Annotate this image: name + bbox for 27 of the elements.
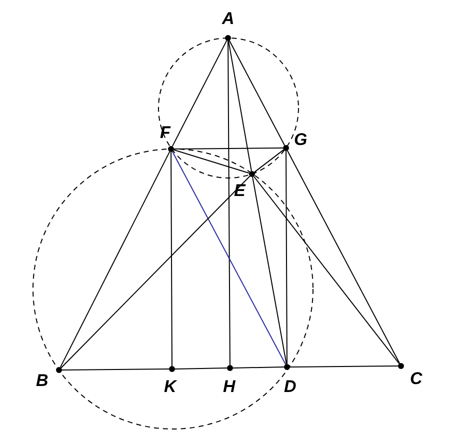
line-segment <box>62 368 170 370</box>
line-segment <box>252 176 287 365</box>
point-label: K <box>164 378 176 396</box>
line-segment <box>286 150 400 364</box>
line-segment <box>232 366 284 368</box>
line-segment <box>253 176 400 364</box>
point-label: A <box>222 10 234 28</box>
line-segment <box>60 176 250 368</box>
point-label: B <box>36 372 48 390</box>
point-label: G <box>294 131 308 149</box>
line-segment <box>228 40 230 366</box>
line-segment <box>172 40 228 147</box>
line-segment <box>228 40 252 172</box>
line-segment <box>172 151 286 365</box>
point-label: H <box>223 378 236 396</box>
point-label: D <box>284 378 296 396</box>
line-segment <box>60 151 170 368</box>
line-segment <box>254 149 284 173</box>
point-label: C <box>410 370 422 388</box>
line-segment <box>286 150 288 364</box>
line-segment <box>228 40 286 146</box>
point-label: F <box>160 124 170 142</box>
line-segment <box>174 148 284 150</box>
line-segment <box>170 152 172 366</box>
line-segment <box>174 368 228 370</box>
line-segment <box>173 149 250 174</box>
line-segment <box>290 366 398 368</box>
